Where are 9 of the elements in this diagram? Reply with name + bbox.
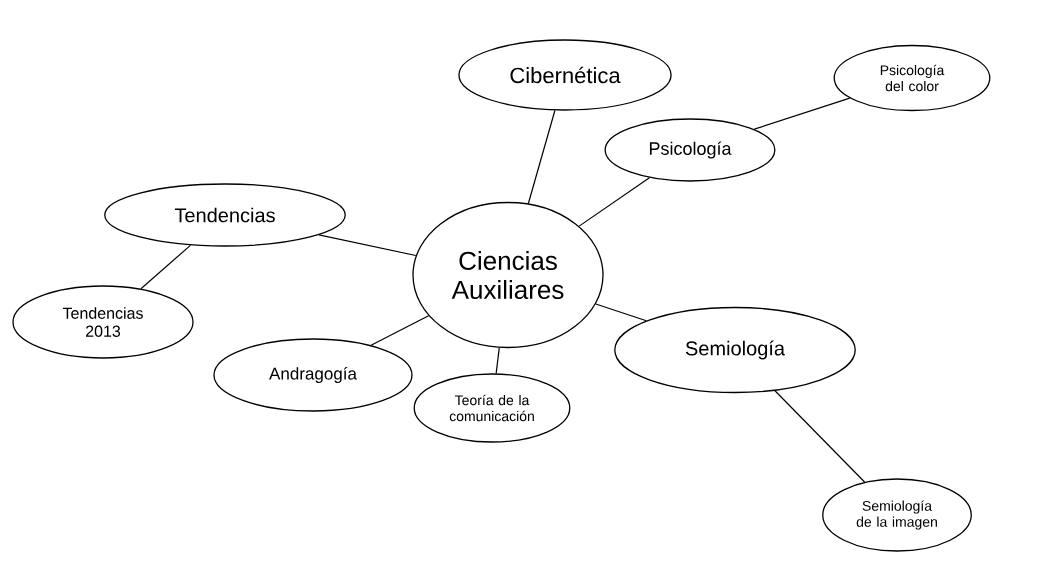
connector-line	[140, 244, 192, 290]
connector-line	[370, 315, 430, 346]
connector-line	[595, 303, 647, 322]
connector-line	[527, 109, 556, 205]
connector-line	[318, 234, 417, 257]
connector-line	[774, 390, 866, 483]
connector-line	[495, 347, 500, 374]
connector-line	[753, 97, 851, 130]
connector-line	[578, 177, 651, 227]
